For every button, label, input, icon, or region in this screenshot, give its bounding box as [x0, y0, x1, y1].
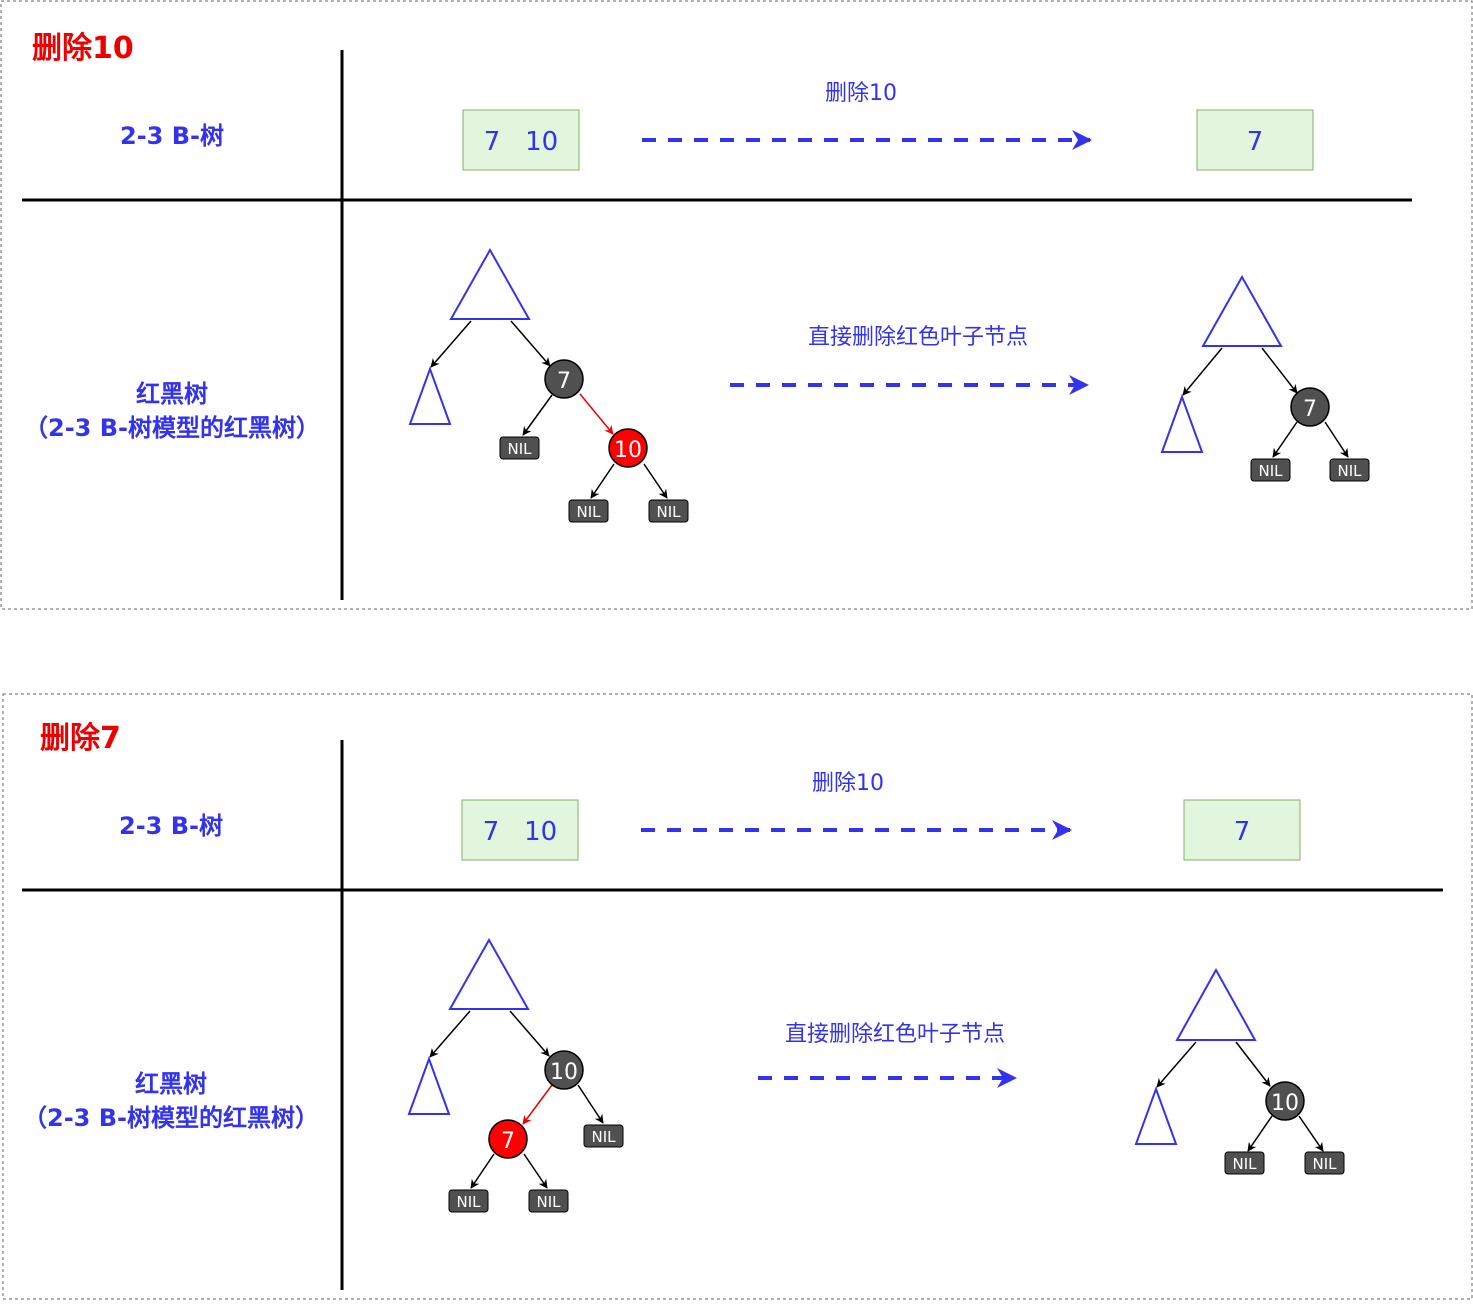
nil-leaf-label: NIL [1258, 462, 1283, 480]
edge [523, 1153, 548, 1189]
red-node-key: 7 [501, 1129, 515, 1154]
black-node-key: 7 [1303, 397, 1317, 422]
btree-node-after [1183, 799, 1301, 861]
section-title: 删除10 [32, 31, 134, 66]
nil-leaf-label: NIL [1232, 1155, 1257, 1173]
edge [470, 1153, 495, 1189]
btree-node-after-keys: 7 [1247, 127, 1264, 157]
nil-leaf-label: NIL [536, 1193, 561, 1211]
rbtree-before: 10 7 NIL NIL NIL [407, 937, 624, 1213]
red-node [488, 1119, 528, 1159]
subtree-triangle-root [448, 937, 530, 1010]
section-border [0, 0, 1473, 610]
rbtree-row-sublabel: （2-3 B-树模型的红黑树） [23, 1104, 319, 1132]
rbtree-row-label: 红黑树 [135, 1070, 207, 1098]
edge [1235, 1041, 1271, 1087]
rbtree-after: 10 NIL NIL [1134, 967, 1345, 1175]
subtree-triangle-left [408, 366, 452, 425]
nil-leaf [583, 1124, 624, 1148]
edge [522, 394, 553, 436]
edge [577, 1084, 604, 1124]
edge [1182, 347, 1223, 396]
black-node [1265, 1081, 1305, 1121]
edge [429, 1010, 471, 1058]
red-node [608, 428, 648, 468]
nil-leaf [1224, 1151, 1265, 1175]
edge [509, 1010, 550, 1057]
btree-node-before-keys: 7 10 [483, 817, 557, 847]
section-border [2, 693, 1473, 1300]
black-node [544, 359, 584, 399]
btree-operation-label: 删除10 [825, 81, 897, 106]
section-delete-7: 删除7 2-3 B-树 红黑树 （2-3 B-树模型的红黑树） 7 10 删除1… [2, 693, 1473, 1300]
rbtree-operation-label: 直接删除红色叶子节点 [808, 325, 1028, 350]
nil-leaf-label: NIL [1312, 1155, 1337, 1173]
edge [1272, 421, 1298, 458]
edge [1247, 1115, 1273, 1152]
red-edge [522, 1084, 553, 1125]
btree-node-before-keys: 7 10 [484, 127, 558, 157]
black-node-key: 10 [550, 1060, 578, 1085]
black-node-key: 10 [1271, 1091, 1299, 1116]
nil-leaf-label: NIL [507, 440, 532, 458]
subtree-triangle-left [1160, 394, 1204, 453]
rbtree-after: 7 NIL NIL [1160, 274, 1370, 482]
red-edge [579, 393, 614, 435]
rbtree-operation-label: 直接删除红色叶子节点 [785, 1022, 1005, 1047]
nil-leaf-label: NIL [591, 1128, 616, 1146]
nil-leaf [448, 1189, 489, 1213]
edge [1324, 421, 1349, 458]
nil-leaf [1304, 1151, 1345, 1175]
edge [1298, 1115, 1324, 1152]
btree-node-after [1196, 109, 1314, 171]
section-delete-10: 删除10 2-3 B-树 红黑树 （2-3 B-树模型的红黑树） 7 10 删除… [0, 0, 1473, 610]
nil-leaf [568, 499, 609, 523]
btree-node-before [461, 799, 579, 861]
nil-leaf [1250, 458, 1291, 482]
nil-leaf [648, 499, 689, 523]
rbtree-row-sublabel: （2-3 B-树模型的红黑树） [24, 414, 320, 442]
black-node [1290, 387, 1330, 427]
nil-leaf [1329, 458, 1370, 482]
nil-leaf-label: NIL [656, 503, 681, 521]
edge [1261, 347, 1298, 394]
nil-leaf-label: NIL [576, 503, 601, 521]
edge [590, 463, 615, 499]
nil-leaf-label: NIL [1337, 462, 1362, 480]
nil-leaf [499, 436, 540, 460]
subtree-triangle-left [407, 1056, 451, 1115]
subtree-triangle-root [1175, 967, 1257, 1041]
btree-node-before [462, 109, 580, 171]
edge [430, 320, 472, 368]
btree-row-label: 2-3 B-树 [119, 812, 223, 840]
edge [643, 463, 668, 499]
subtree-triangle-root [1201, 274, 1283, 347]
rbtree-row-label: 红黑树 [136, 380, 208, 408]
btree-row-label: 2-3 B-树 [120, 122, 224, 150]
black-node [544, 1050, 584, 1090]
nil-leaf [528, 1189, 569, 1213]
section-title: 删除7 [40, 721, 121, 756]
rbtree-before: 7 10 NIL NIL NIL [408, 247, 689, 523]
btree-operation-label: 删除10 [812, 771, 884, 796]
black-node-key: 7 [557, 369, 571, 394]
edge [510, 320, 551, 367]
nil-leaf-label: NIL [456, 1193, 481, 1211]
red-node-key: 10 [614, 438, 642, 463]
btree-node-after-keys: 7 [1234, 817, 1251, 847]
edge [1156, 1041, 1197, 1088]
subtree-triangle-root [449, 247, 531, 320]
subtree-triangle-left [1134, 1086, 1178, 1145]
